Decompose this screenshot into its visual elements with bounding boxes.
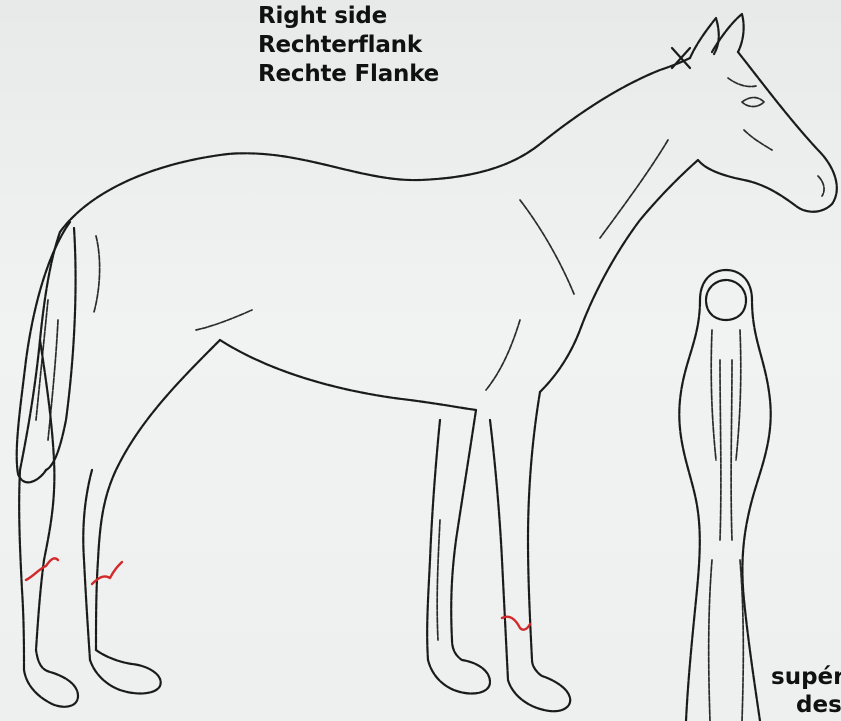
hind-hoof-far xyxy=(24,650,78,707)
leg-front-view-line-1 xyxy=(711,330,716,460)
leg-front-view-line-3 xyxy=(720,360,721,540)
cropped-caption-line-2: des xyxy=(796,692,841,718)
front-leg-near-back xyxy=(490,420,508,680)
leg-front-view-outline-right xyxy=(679,300,700,721)
horse-front-legs xyxy=(427,392,570,711)
front-leg-tendon xyxy=(437,520,440,640)
front-leg-near-front xyxy=(528,392,540,660)
hind-leg-far-back xyxy=(19,470,24,670)
hind-hoof-near xyxy=(90,650,161,693)
cropped-caption-line-1: supér xyxy=(771,664,841,690)
horse-flank-line xyxy=(196,310,252,330)
front-hoof-near xyxy=(508,660,570,711)
horse-hindquarter xyxy=(20,232,60,470)
horse-neck-front xyxy=(540,160,698,392)
front-hoof-far xyxy=(428,640,490,694)
horse-elbow-line xyxy=(486,320,520,390)
leg-front-view-outline-left xyxy=(700,270,771,721)
leg-front-view-line-5 xyxy=(709,560,712,721)
leg-front-view-knee xyxy=(706,280,746,320)
horse-eye xyxy=(742,98,764,107)
horse-nostril xyxy=(818,176,824,196)
horse-hind-legs xyxy=(19,340,220,707)
horse-face xyxy=(698,52,837,212)
horse-neck-line xyxy=(600,140,668,238)
poll-x-marker xyxy=(672,48,690,68)
hind-leg-near-back xyxy=(83,470,92,660)
leg-front-view-line-4 xyxy=(731,360,732,540)
horse-eye-brow xyxy=(728,78,756,87)
leg-front-view xyxy=(679,270,770,721)
horse-cheek-line xyxy=(744,130,772,150)
horse-back-line xyxy=(60,58,690,232)
leg-markings xyxy=(26,558,530,629)
horse-ear-left xyxy=(690,18,719,58)
hind-leg-near-front xyxy=(96,340,220,650)
front-leg-far-front xyxy=(451,410,476,640)
horse-outline xyxy=(20,14,837,470)
horse-thigh-line xyxy=(94,236,100,312)
horse-belly xyxy=(220,340,476,410)
leg-front-view-line-2 xyxy=(736,330,741,460)
horse-shoulder-line xyxy=(520,200,574,294)
tail-hair-2 xyxy=(48,320,58,440)
